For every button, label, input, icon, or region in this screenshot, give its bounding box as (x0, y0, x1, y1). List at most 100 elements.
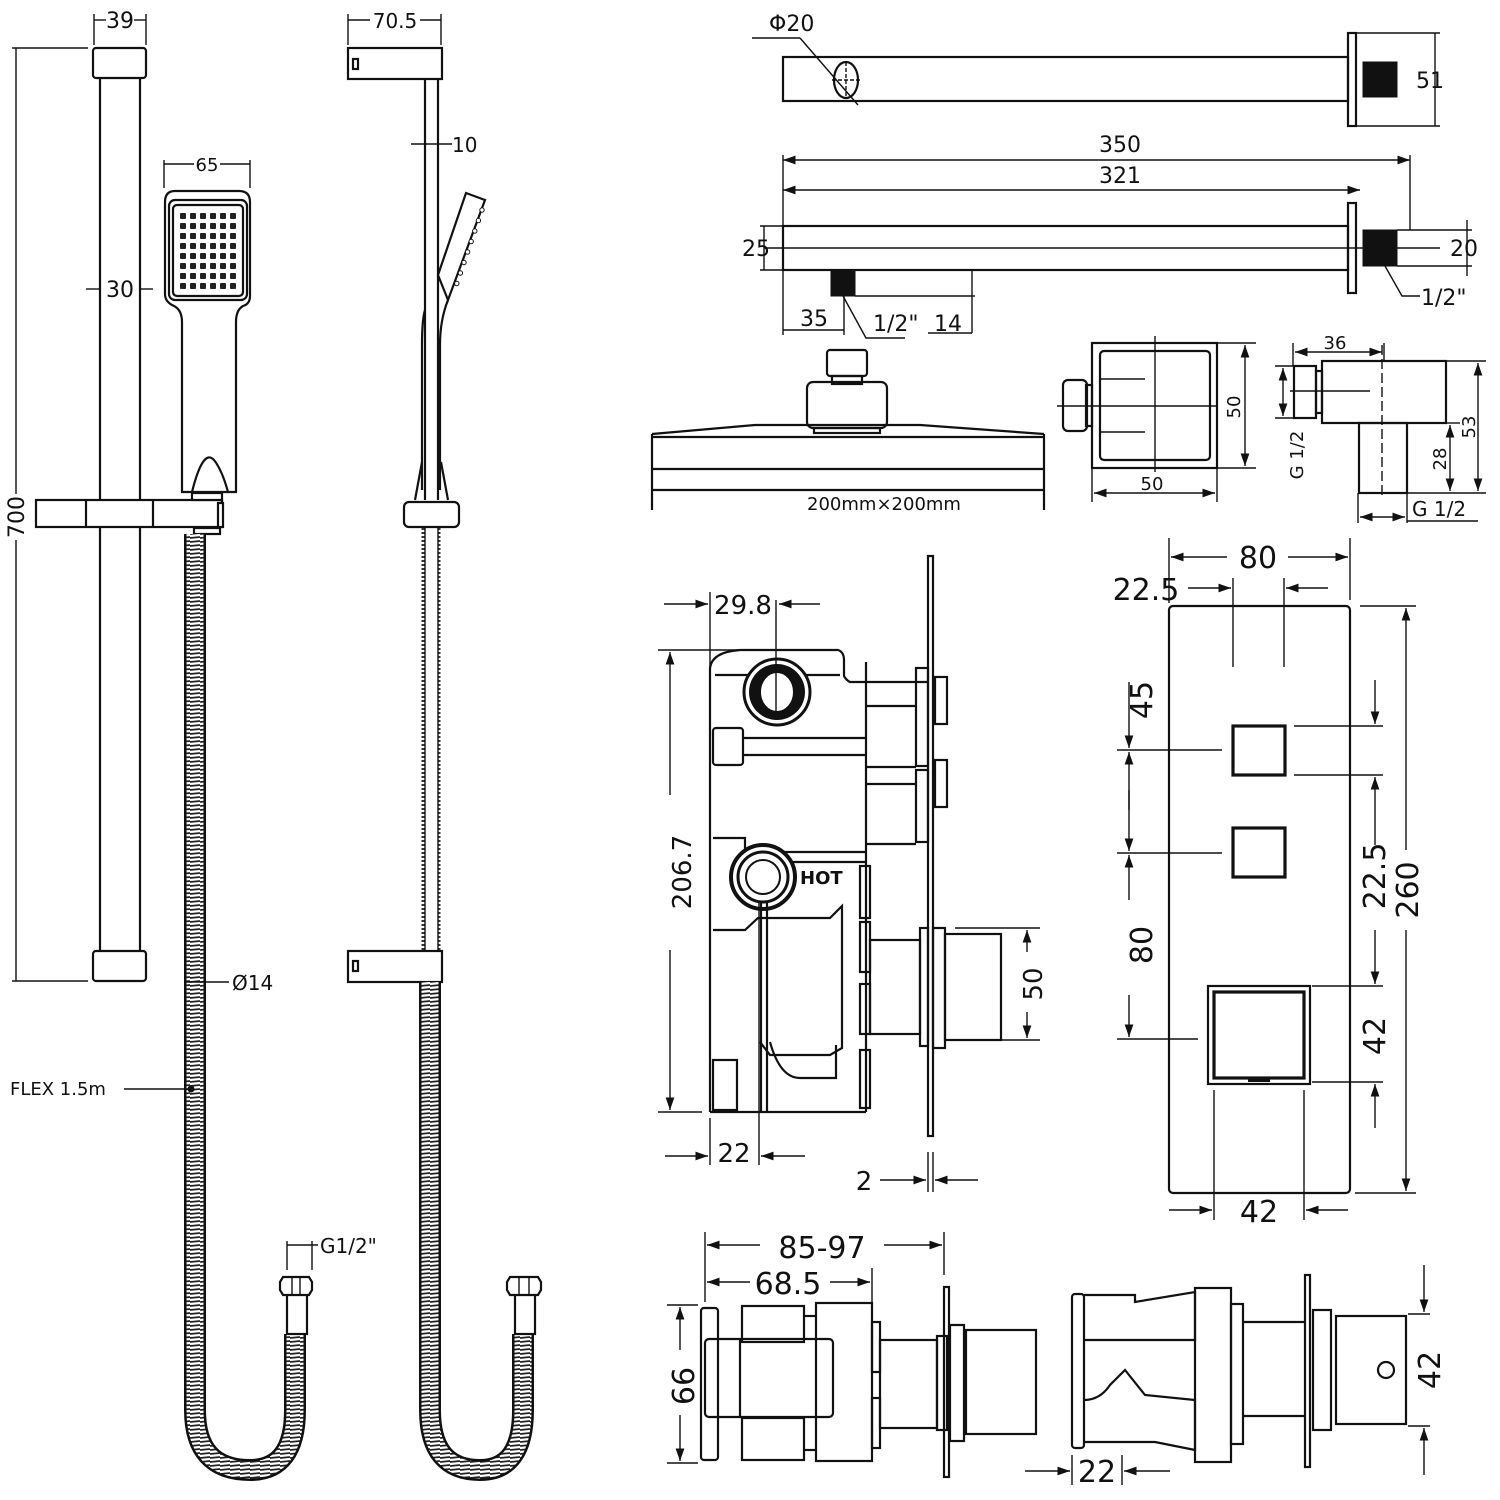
nozzle (180, 243, 186, 249)
dim-outlet-offset: 35 (782, 270, 845, 335)
face-plate-outline (1167, 604, 1352, 1195)
depth-knob (964, 1328, 1038, 1436)
nozzle (200, 223, 206, 229)
dim-label: 36 (1324, 333, 1347, 354)
dim-rail-height: 700 (5, 47, 88, 982)
nozzle (220, 243, 226, 249)
nozzle (230, 213, 236, 219)
dim-outlet-thread: 1/2" (842, 295, 919, 339)
diverter-button-1 (1231, 724, 1287, 777)
handset-side (436, 191, 487, 304)
right-knob (1334, 1314, 1408, 1426)
dim-valve-body-height: 206.7 (658, 649, 740, 1113)
dim-label: 30 (106, 278, 134, 303)
dim-thread-wall: 1/2" (1384, 265, 1467, 311)
dim-label: 50 (1224, 396, 1245, 419)
dim-label: 51 (1416, 69, 1444, 94)
dim-label: 321 (1099, 164, 1141, 189)
nozzle (180, 213, 186, 219)
valve-face-plate: 80 22.5 45 80 22.5 42 (1113, 538, 1426, 1230)
nozzle (190, 263, 196, 269)
dim-label: 350 (1099, 133, 1141, 158)
dim-elbow-depth: 36 (1292, 333, 1385, 366)
side-bottom-bracket (346, 949, 444, 984)
handset-side-nozzles (454, 207, 485, 287)
dim-label: 22 (1078, 1455, 1116, 1490)
shower-hose (186, 534, 304, 1479)
arm-thread-side (1362, 229, 1398, 267)
dim-depth-range: 85-97 (704, 1231, 945, 1302)
dim-knob-width: 42 (1169, 1090, 1348, 1230)
dim-elbow-bottom-thread: G 1/2 (1357, 493, 1478, 523)
dim-label: 206.7 (668, 835, 698, 909)
dim-label: Ø14 (232, 971, 273, 995)
nozzle (210, 213, 216, 219)
dim-label: 50 (1019, 967, 1049, 1000)
slide-rail-front-view: 39 700 30 (5, 9, 377, 1482)
dim-label: 45 (1125, 681, 1160, 719)
side-nozzle (454, 280, 460, 287)
dim-arm-length: 321 (783, 164, 1360, 195)
nozzle (210, 223, 216, 229)
rail-bottom-bracket (91, 949, 148, 983)
dim-elbow-height: 50 (1217, 342, 1256, 469)
dim-plate-thickness: 2 (856, 1152, 978, 1197)
dim-label: 35 (800, 307, 828, 332)
nozzle (180, 233, 186, 239)
rail-top-bracket (91, 46, 148, 80)
dim-label: 2 (856, 1167, 873, 1197)
dim-label: 260 (1391, 861, 1426, 918)
nozzle (210, 283, 216, 289)
dim-label: 53 (1459, 416, 1480, 439)
side-top-bracket (346, 46, 444, 81)
dim-depth-body-height: 66 (667, 1304, 702, 1464)
nozzle (230, 233, 236, 239)
dim-right-knob-size: 42 (1408, 1265, 1448, 1475)
nozzle (220, 253, 226, 259)
nozzle (200, 263, 206, 269)
dim-label: 22 (717, 1139, 750, 1169)
side-hose (421, 982, 532, 1479)
handset-nozzle-grid (180, 213, 236, 289)
dim-plate-width: 80 (1168, 538, 1351, 603)
dim-label: 28 (1430, 448, 1451, 471)
dim-label: G 1/2 (1287, 431, 1308, 480)
dim-elbow-outlet-height: 28 (1430, 422, 1460, 491)
dim-label: 10 (452, 133, 477, 157)
dim-label: 1/2" (1421, 286, 1467, 311)
dim-knob-size: 50 (955, 927, 1049, 1041)
dim-thread-height: 20 (1397, 220, 1478, 276)
nozzle (180, 253, 186, 259)
dim-hose-diameter: Ø14 (184, 971, 273, 995)
nozzle (190, 233, 196, 239)
side-nozzle (464, 249, 471, 255)
arm-outlet-thread (830, 269, 856, 297)
nozzle (190, 273, 196, 279)
dim-right-inlet-offset: 22 (1025, 1455, 1170, 1490)
rail-slider (34, 498, 224, 529)
dim-label: 22.5 (1358, 843, 1393, 910)
side-nozzle (475, 217, 482, 224)
dim-label: 39 (106, 9, 134, 34)
dim-hose-connector: G1/2" (286, 1234, 377, 1270)
side-nozzle (479, 207, 485, 213)
dim-outlet-length: 14 (928, 312, 972, 337)
nozzle (200, 233, 206, 239)
dim-rail-offset: 10 (411, 133, 477, 157)
nozzle (210, 273, 216, 279)
nozzle (190, 283, 196, 289)
dim-handset-width: 65 (163, 155, 251, 188)
side-nozzle (461, 259, 467, 266)
dim-rail-diameter: 30 (86, 278, 153, 303)
dim-label: 85-97 (778, 1231, 865, 1266)
thermostat-knob (1206, 984, 1312, 1086)
dim-label: Φ20 (769, 12, 814, 37)
valve-depth-view-right: 22 42 (1025, 1265, 1448, 1490)
dim-label: 68.5 (755, 1267, 822, 1302)
nozzle (230, 283, 236, 289)
shower-arm-top-view: Φ20 51 (752, 12, 1444, 128)
dim-bracket-depth: 70.5 (347, 9, 442, 45)
dim-label: 1/2" (873, 312, 919, 337)
dim-label: 80 (1125, 926, 1160, 964)
dim-label: G1/2" (320, 1234, 377, 1258)
